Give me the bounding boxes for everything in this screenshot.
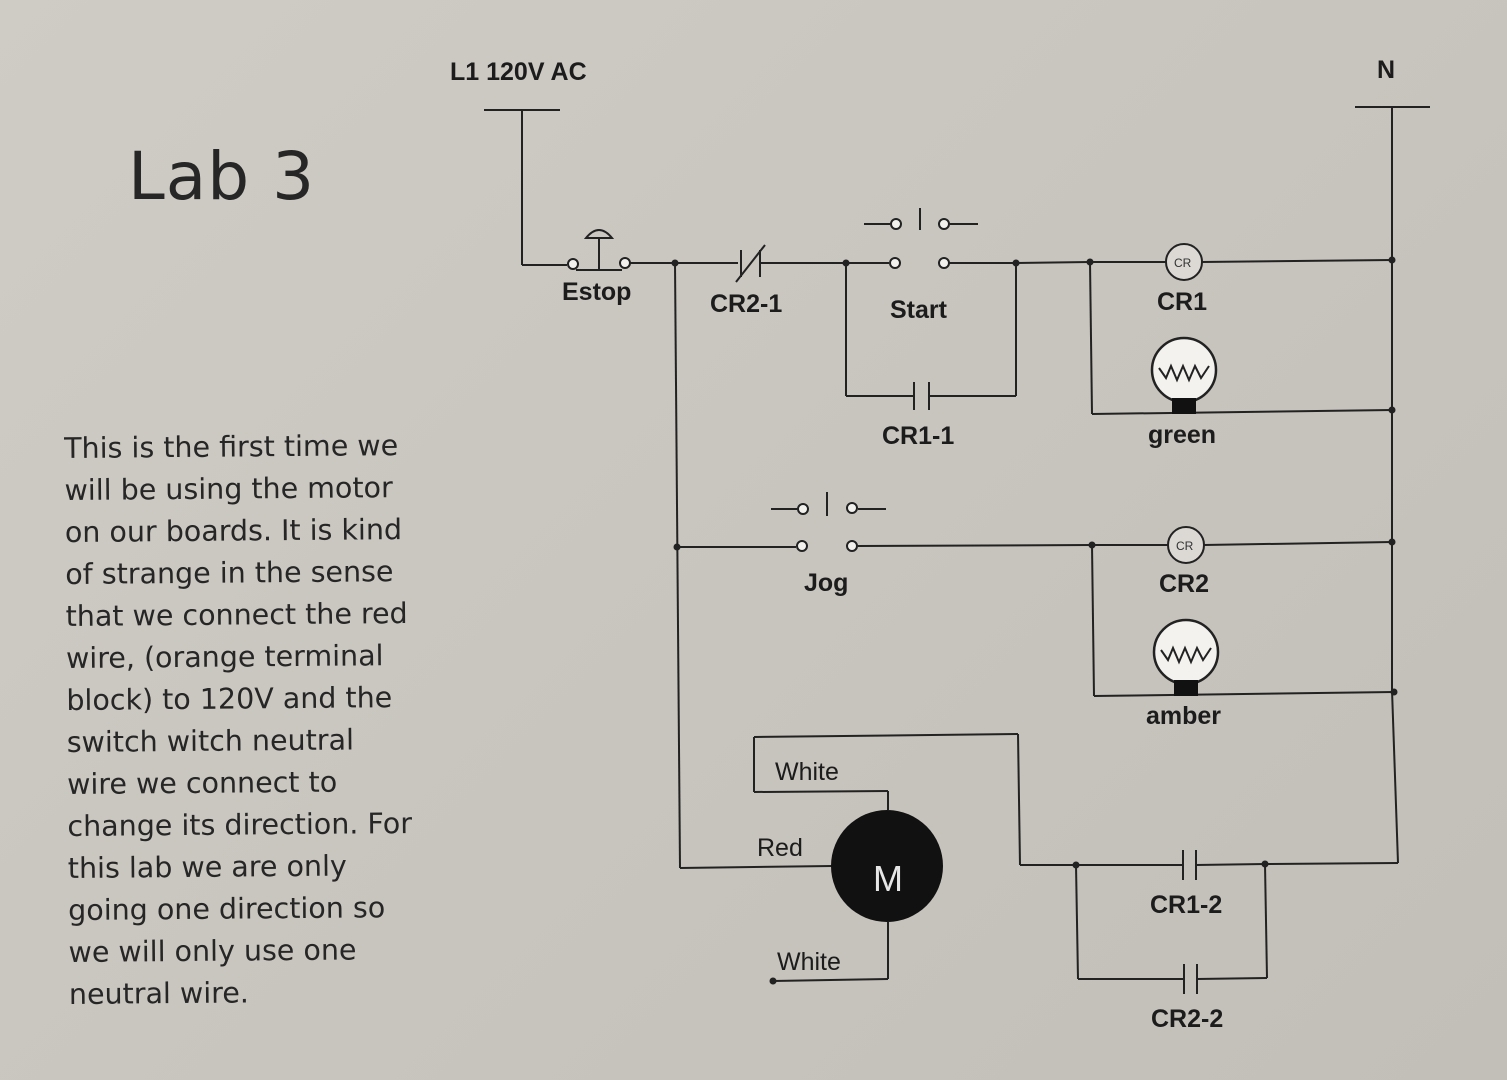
- neutral-label: N: [1377, 56, 1395, 84]
- estop-label: Estop: [562, 278, 631, 306]
- l1-rail: [484, 109, 567, 266]
- cr1-coil: CR: [1165, 243, 1203, 281]
- green-label: green: [1148, 421, 1216, 449]
- motor-icon: M: [831, 810, 943, 922]
- cr1-1-label: CR1-1: [882, 422, 954, 450]
- cr2-coil-text: CR: [1176, 539, 1194, 553]
- white-bottom-label: White: [777, 948, 841, 976]
- amber-lamp-icon: [1152, 618, 1220, 696]
- rung-3-wiring: [679, 733, 1399, 994]
- cr1-2-label: CR1-2: [1150, 891, 1222, 919]
- jog-label: Jog: [804, 569, 848, 597]
- white-top-label: White: [775, 758, 839, 786]
- cr1-label: CR1: [1157, 288, 1207, 316]
- cr2-label: CR2: [1159, 570, 1209, 598]
- motor-label: M: [873, 858, 903, 899]
- estop-switch: Estop: [562, 229, 631, 306]
- amber-label: amber: [1146, 702, 1221, 730]
- l1-label: L1 120V AC: [450, 58, 587, 86]
- rung-1-wiring: [630, 208, 1396, 869]
- start-label: Start: [890, 296, 948, 324]
- page-title: Lab 3: [128, 138, 316, 215]
- neutral-rail: [1355, 106, 1430, 864]
- cr2-2-label: CR2-2: [1151, 1005, 1223, 1033]
- cr2-1-label: CR2-1: [710, 290, 782, 318]
- rung-2-wiring: [673, 492, 1398, 697]
- cr1-coil-text: CR: [1174, 256, 1192, 270]
- red-label: Red: [757, 834, 803, 862]
- green-lamp-icon: [1150, 336, 1218, 414]
- cr2-coil: CR: [1167, 526, 1205, 564]
